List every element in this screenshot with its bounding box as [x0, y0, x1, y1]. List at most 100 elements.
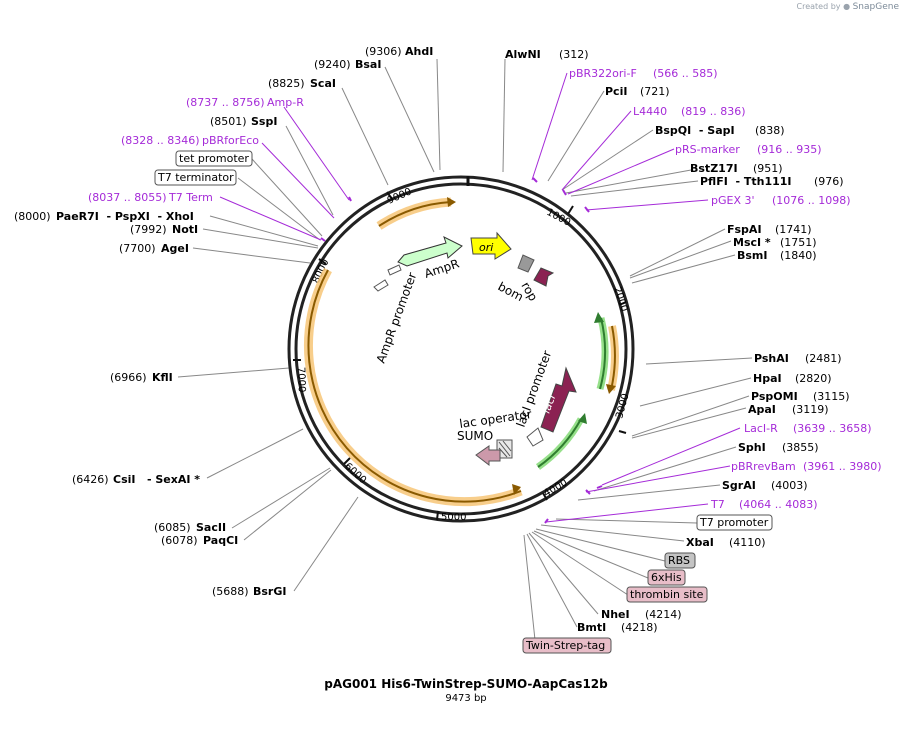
rop-label: rop: [518, 280, 540, 304]
site-name: NheI: [601, 608, 630, 621]
site-name: BstZ17I: [690, 162, 738, 175]
site-position: (5688): [212, 585, 249, 598]
site-position: (2481): [805, 352, 842, 365]
site-name: PaqCI: [203, 534, 238, 547]
site-name: PflFI - Tth111I: [700, 175, 792, 188]
backbone: [287, 175, 635, 523]
site-name: XbaI: [686, 536, 714, 549]
primer-range: (916 .. 935): [757, 143, 822, 156]
rop-feature: [533, 267, 555, 287]
site-name: PaeR7I - PspXI - XhoI: [56, 210, 194, 223]
bom-label: bom: [496, 279, 526, 304]
primer-marks: [320, 177, 603, 524]
site-name: SphI: [738, 441, 766, 454]
primer-name: pBRforEco: [202, 134, 259, 147]
site-position: (8825): [268, 77, 305, 90]
primer-range: (566 .. 585): [653, 67, 718, 80]
sumo-feature: [475, 445, 501, 467]
site-position: (6426): [72, 473, 109, 486]
site-position: (3119): [792, 403, 829, 416]
site-position: (6966): [110, 371, 147, 384]
primer-range: (3639 .. 3658): [793, 422, 872, 435]
primer-labels: (8737 .. 8756) Amp-R (8328 .. 8346) pBRf…: [88, 67, 882, 511]
lower-green-line: [537, 418, 582, 468]
site-position: (976): [814, 175, 844, 188]
site-position: (9240): [314, 58, 351, 71]
cas12b-cds-arc: [303, 267, 523, 507]
site-name: SgrAI: [722, 479, 756, 492]
primer-name: pRS-marker: [675, 143, 740, 156]
site-position: (4003): [771, 479, 808, 492]
label-box: [154, 169, 237, 186]
site-name: FspAI: [727, 223, 762, 236]
tick-label: 1000: [545, 207, 573, 229]
box-label: RBS: [668, 554, 690, 567]
box-label: T7 promoter: [699, 516, 769, 529]
primer-range: (3961 .. 3980): [803, 460, 882, 473]
site-name: PspOMI: [751, 390, 798, 403]
tick-label: 5000: [441, 512, 466, 523]
sumo-label: SUMO: [457, 429, 493, 443]
site-position: (838): [755, 124, 785, 137]
plasmid-title: pAG001 His6-TwinStrep-SUMO-AapCas12b: [324, 677, 608, 691]
label-box: [696, 514, 773, 531]
site-name: CsiI - SexAI *: [113, 473, 200, 486]
snapgene-logo-icon: ●: [843, 2, 851, 11]
bom-feature: [517, 254, 535, 273]
leader-lines: [177, 58, 753, 641]
right-green-arrow-icon: [594, 312, 604, 323]
ampr-feature: [397, 236, 463, 267]
primer-name: T7: [710, 498, 725, 511]
site-position: (4110): [729, 536, 766, 549]
plasmid-length: 9473 bp: [445, 693, 486, 704]
laci-feature: [540, 366, 577, 433]
site-position: (312): [559, 48, 589, 61]
label-box: [522, 637, 612, 654]
primer-name: pGEX 3': [711, 194, 755, 207]
site-name: MscI *: [733, 236, 771, 249]
site-position: (4214): [645, 608, 682, 621]
site-name: BsmI: [737, 249, 768, 262]
site-position: (8501): [210, 115, 247, 128]
right-orange-arrow-icon: [606, 384, 616, 394]
box-label: tet promoter: [179, 152, 249, 165]
tick-label: 2000: [611, 286, 629, 314]
site-position: (3115): [813, 390, 850, 403]
primer-name: pBRrevBam: [731, 460, 796, 473]
site-labels-left: (9306) AhdI (9240) BsaI (8825) ScaI (850…: [14, 45, 433, 598]
primer-name: Amp-R: [267, 96, 304, 109]
label-box: [175, 150, 253, 167]
site-position: (1741): [775, 223, 812, 236]
primer-range: (819 .. 836): [681, 105, 746, 118]
site-name: AhdI: [405, 45, 433, 58]
ori-label: ori: [479, 241, 493, 254]
site-name: BsaI: [355, 58, 381, 71]
site-position: (3855): [782, 441, 819, 454]
site-position: (6078): [161, 534, 198, 547]
site-position: (7992): [130, 223, 167, 236]
primer-range: (1076 .. 1098): [772, 194, 851, 207]
site-name: ApaI: [748, 403, 776, 416]
laci-label: lacI: [540, 393, 559, 415]
box-label: Twin-Strep-tag: [525, 639, 605, 652]
site-name: SspI: [251, 115, 277, 128]
site-name: NotI: [172, 223, 198, 236]
site-name: AlwNI: [505, 48, 541, 61]
site-position: (1840): [780, 249, 817, 262]
primer-range: (4064 .. 4083): [739, 498, 818, 511]
primer-name: L4440: [633, 105, 667, 118]
primer-name: LacI-R: [744, 422, 778, 435]
ampr-promoter-feature: [387, 264, 402, 276]
laci-promoter-feature: [526, 427, 544, 447]
site-name: SacII: [196, 521, 226, 534]
site-position: (4218): [621, 621, 658, 634]
site-name: BspQI - SapI: [655, 124, 735, 137]
primer-range: (8328 .. 8346): [121, 134, 200, 147]
lower-green-arrow-icon: [578, 413, 587, 424]
site-labels-right: AlwNI (312) PciI (721) BspQI - SapI (838…: [505, 48, 850, 634]
label-box: [626, 586, 708, 603]
site-name: BsrGI: [253, 585, 286, 598]
label-box: [664, 552, 696, 569]
site-name: BmtI: [577, 621, 606, 634]
